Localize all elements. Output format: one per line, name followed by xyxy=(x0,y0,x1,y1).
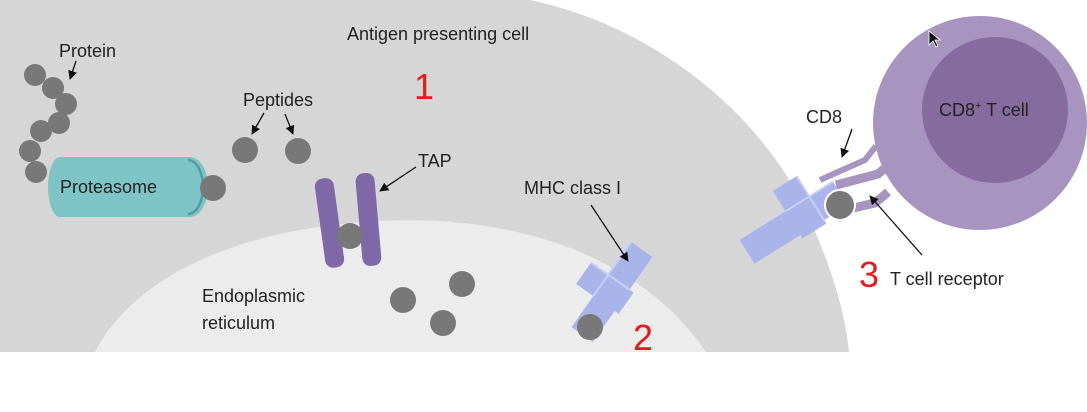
tcr-arrow xyxy=(869,195,923,256)
cd8-arrow xyxy=(840,128,853,158)
tap-transporter xyxy=(314,172,382,268)
mhc-arrow xyxy=(590,204,629,262)
step-number-3: 3 xyxy=(859,254,879,295)
proteasome: Proteasome xyxy=(48,157,226,217)
surface-mhc-class-i xyxy=(739,175,848,264)
mhc-peptide xyxy=(577,314,603,340)
cd8-t-cell xyxy=(818,16,1087,230)
cd8-label: CD8 xyxy=(806,107,842,127)
er-peptides xyxy=(390,271,475,336)
cd8-t-cell-label: CD8+ T cell xyxy=(939,100,1029,120)
er-label-line1: Endoplasmic xyxy=(202,286,305,306)
endoplasmic-reticulum xyxy=(95,220,706,352)
t-cell-receptor xyxy=(834,160,893,190)
pointer-arrows xyxy=(68,60,923,262)
cursor-arrow-icon xyxy=(928,30,942,48)
protein-label: Protein xyxy=(59,41,116,61)
proteasome-peptide xyxy=(200,175,226,201)
peptides xyxy=(232,137,311,164)
mhc-class-i xyxy=(571,241,653,343)
peptide-arrow-left xyxy=(251,112,265,135)
cd8-coreceptor xyxy=(818,144,879,183)
tap-label: TAP xyxy=(418,151,452,171)
proteasome-label: Proteasome xyxy=(60,177,157,197)
presented-peptide xyxy=(824,189,856,221)
step-number-2: 2 xyxy=(633,317,653,358)
mhc-class-i-label: MHC class I xyxy=(524,178,621,198)
protein-chain xyxy=(19,64,77,183)
antigen-presenting-cell-label: Antigen presenting cell xyxy=(347,24,529,44)
tap-peptide xyxy=(337,223,363,249)
peptide-arrow-right xyxy=(284,113,295,135)
peptides-label: Peptides xyxy=(243,90,313,110)
er-label-line2: reticulum xyxy=(202,313,275,333)
t-cell-nucleus xyxy=(922,37,1068,183)
tap-arrow xyxy=(379,166,417,192)
step-number-1: 1 xyxy=(414,66,434,107)
t-cell-receptor-label: T cell receptor xyxy=(890,269,1004,289)
protein-arrow xyxy=(68,60,77,80)
